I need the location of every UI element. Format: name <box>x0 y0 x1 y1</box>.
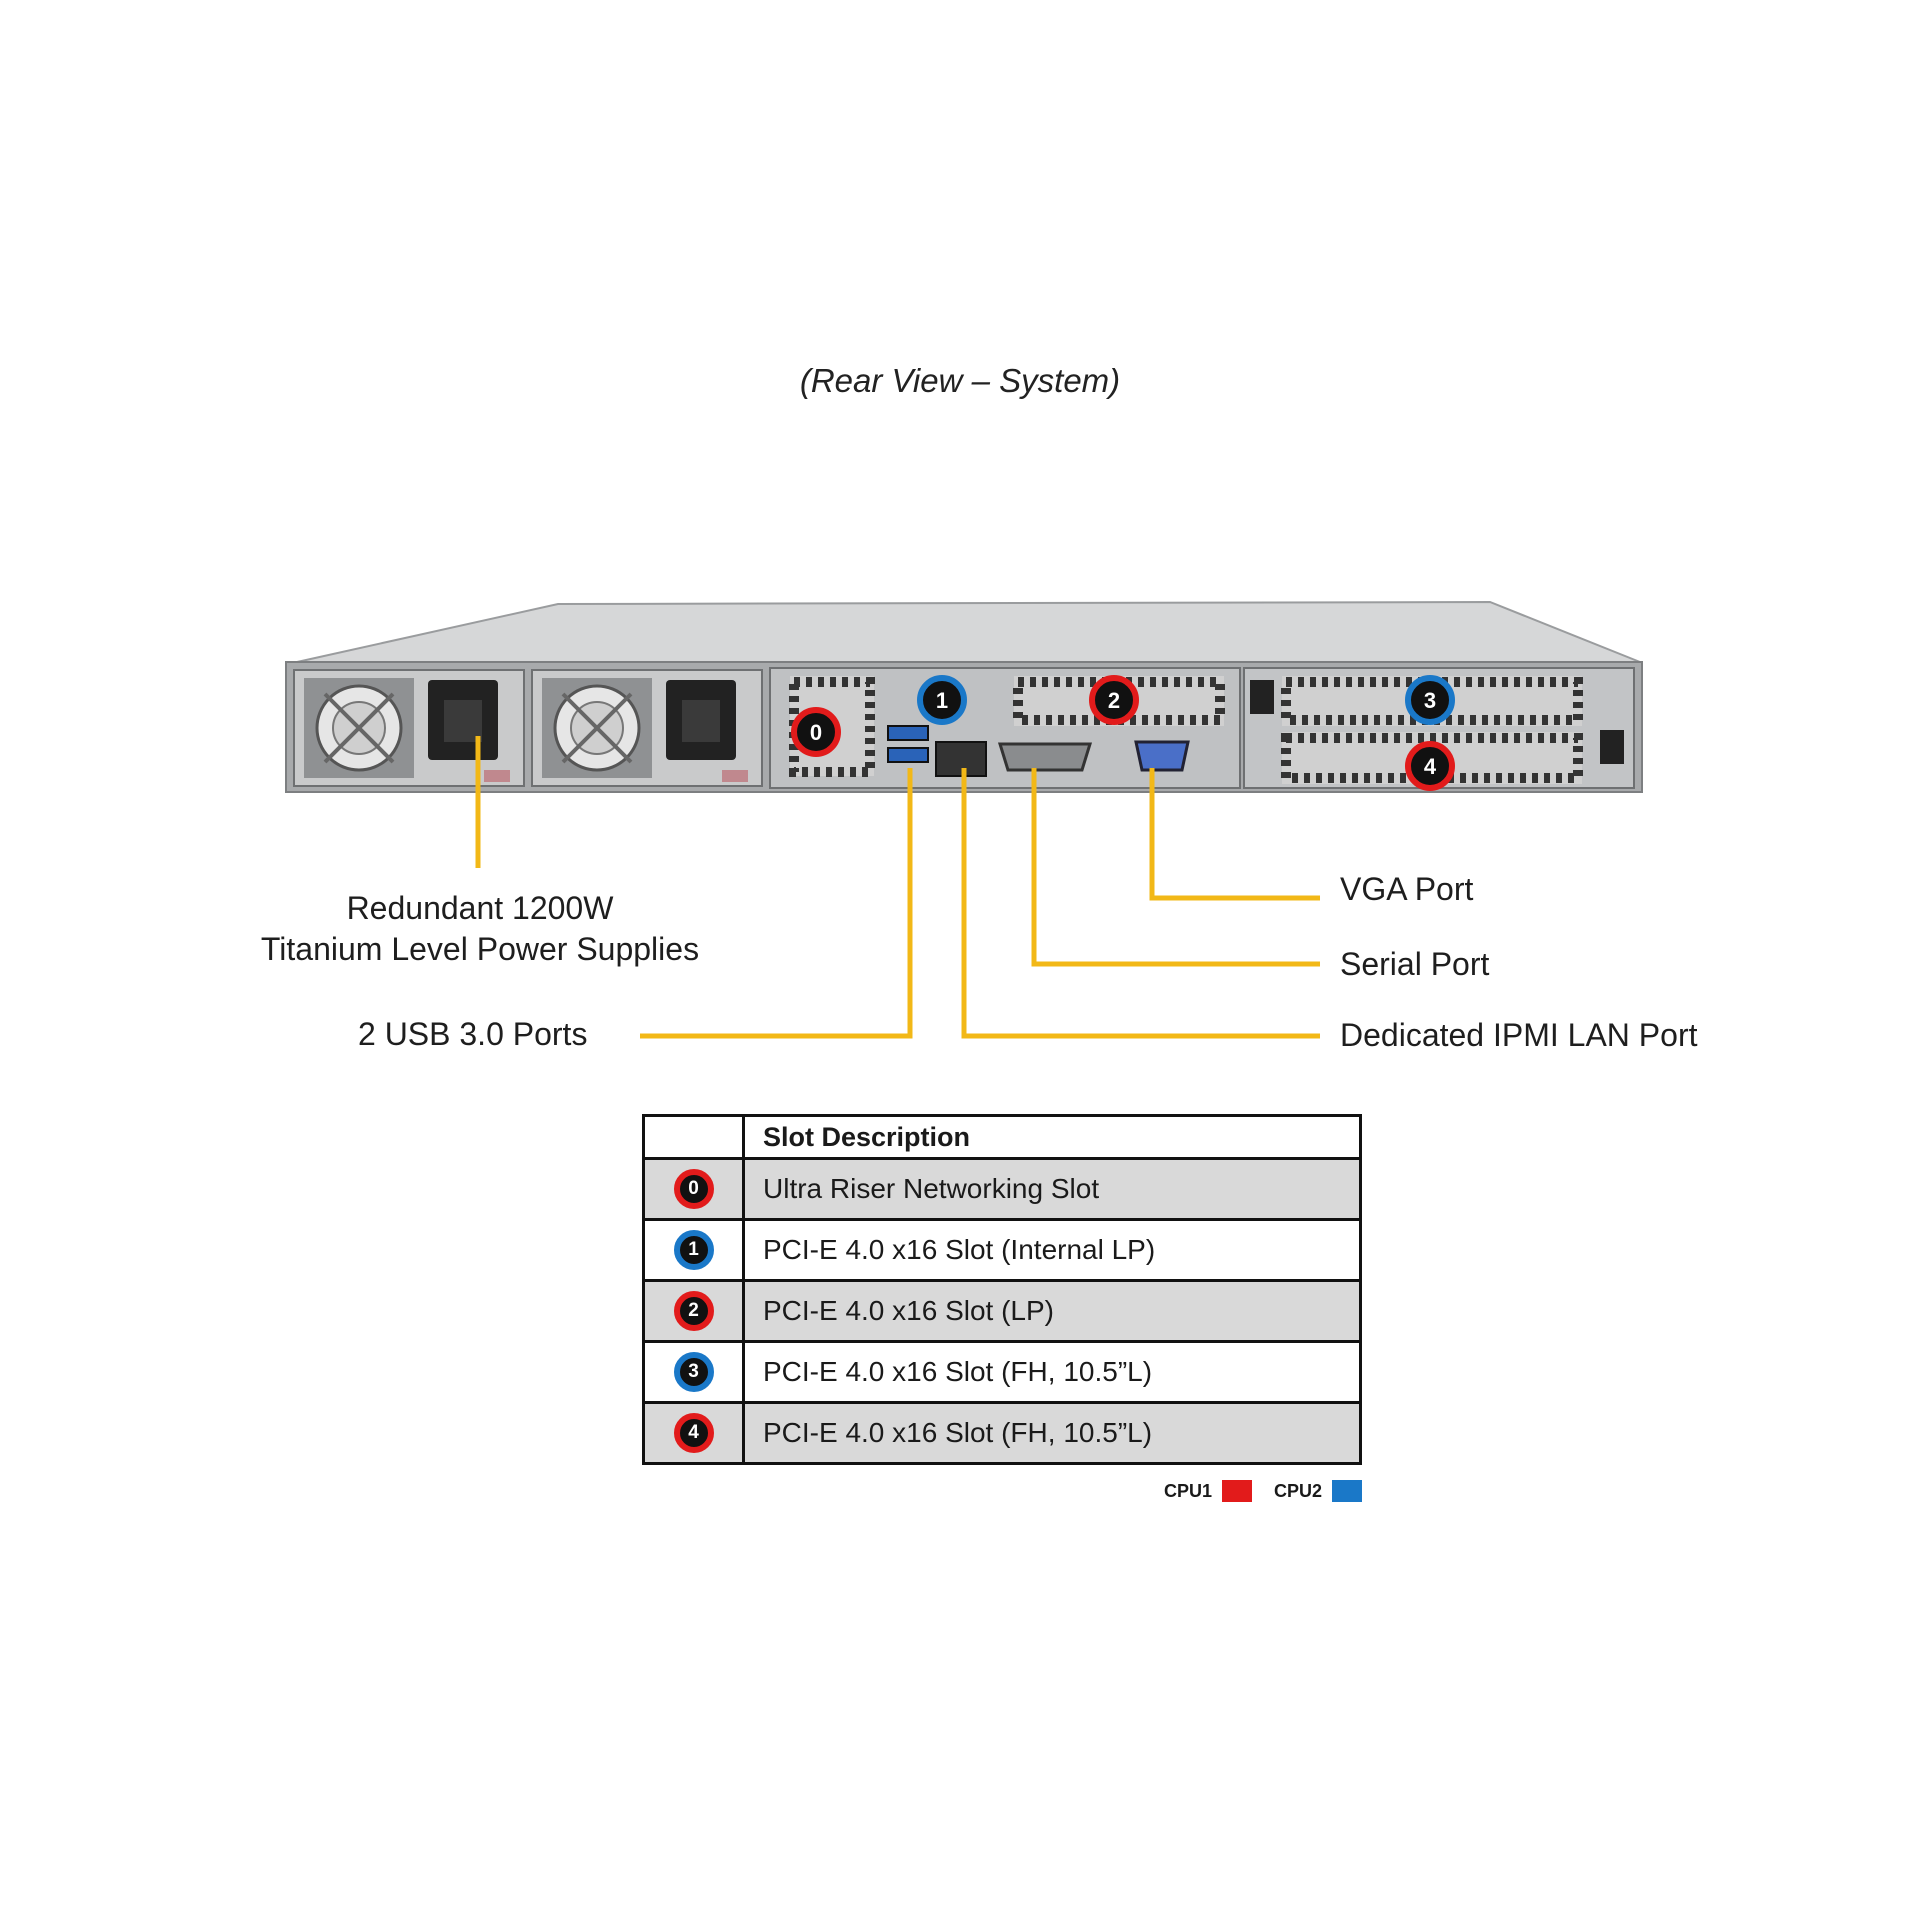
slot-badge-label: 3 <box>1424 688 1436 713</box>
usb-callout-label: 2 USB 3.0 Ports <box>358 1016 588 1052</box>
psu-callout-line2: Titanium Level Power Supplies <box>260 931 700 967</box>
cpu1-legend-swatch <box>1222 1480 1253 1502</box>
usb-port-icon <box>887 725 929 741</box>
slot-badge-icon: 3 <box>673 1352 714 1392</box>
vga-port-icon <box>1134 740 1190 772</box>
ipmi-callout-label: Dedicated IPMI LAN Port <box>1340 1017 1698 1053</box>
power-supply-2 <box>531 669 763 787</box>
slot-badge-label: 0 <box>810 720 822 745</box>
slot-description: Ultra Riser Networking Slot <box>742 1157 1362 1221</box>
psu-callout-label: Redundant 1200W Titanium Level Power Sup… <box>240 888 720 970</box>
slot-description: PCI-E 4.0 x16 Slot (Internal LP) <box>742 1218 1362 1282</box>
slot-description-table: Slot Description 0 Ultra Riser Networkin… <box>642 1114 1362 1465</box>
slot-description: PCI-E 4.0 x16 Slot (LP) <box>742 1279 1362 1343</box>
slot-badge-0: 0 <box>791 707 841 757</box>
latch-icon <box>1250 680 1274 714</box>
power-supply-1 <box>293 669 525 787</box>
table-row: 2 PCI-E 4.0 x16 Slot (LP) <box>642 1279 1362 1343</box>
slot-badge-icon: 2 <box>673 1291 714 1331</box>
psu-callout-line1: Redundant 1200W <box>346 890 614 926</box>
slot-badge-label: 4 <box>1424 754 1437 779</box>
usb-port-icon <box>887 747 929 763</box>
slot-badge-4: 4 <box>1405 741 1455 791</box>
chassis-top <box>287 600 1641 665</box>
slot-badge-1: 1 <box>917 675 967 725</box>
slot-badge-3: 3 <box>1405 675 1455 725</box>
ipmi-callout-line <box>961 768 1320 1039</box>
table-header-title: Slot Description <box>742 1114 1362 1160</box>
table-header-row: Slot Description <box>642 1114 1362 1160</box>
slot-description: PCI-E 4.0 x16 Slot (FH, 10.5”L) <box>742 1340 1362 1404</box>
vga-callout-line <box>1149 768 1320 901</box>
table-row: 4 PCI-E 4.0 x16 Slot (FH, 10.5”L) <box>642 1401 1362 1465</box>
latch-icon <box>1600 730 1624 764</box>
table-row: 1 PCI-E 4.0 x16 Slot (Internal LP) <box>642 1218 1362 1282</box>
figure-caption: (Rear View – System) <box>799 362 1121 399</box>
table-row: 3 PCI-E 4.0 x16 Slot (FH, 10.5”L) <box>642 1340 1362 1404</box>
slot-badge-icon: 0 <box>673 1169 714 1209</box>
serial-callout-line <box>1031 768 1320 967</box>
slot-badge-icon: 4 <box>673 1413 714 1453</box>
cpu2-legend-label: CPU2 <box>1274 1480 1323 1501</box>
table-header-blank <box>642 1114 745 1160</box>
cpu1-legend-label: CPU1 <box>1164 1480 1213 1501</box>
serial-callout-label: Serial Port <box>1340 946 1490 982</box>
usb-callout-line <box>640 768 913 1039</box>
cpu2-legend-swatch <box>1332 1480 1363 1502</box>
slot-badge-label: 2 <box>1108 688 1120 713</box>
cpu-legend: CPU1 CPU2 <box>1164 1480 1374 1502</box>
slot-badge-icon: 1 <box>673 1230 714 1270</box>
slot-badge-label: 1 <box>936 688 948 713</box>
lan-port-icon <box>935 741 987 777</box>
vga-callout-label: VGA Port <box>1340 871 1474 907</box>
serial-port-icon <box>997 742 1093 772</box>
slot-description: PCI-E 4.0 x16 Slot (FH, 10.5”L) <box>742 1401 1362 1465</box>
slot-badge-2: 2 <box>1089 675 1139 725</box>
table-row: 0 Ultra Riser Networking Slot <box>642 1157 1362 1221</box>
